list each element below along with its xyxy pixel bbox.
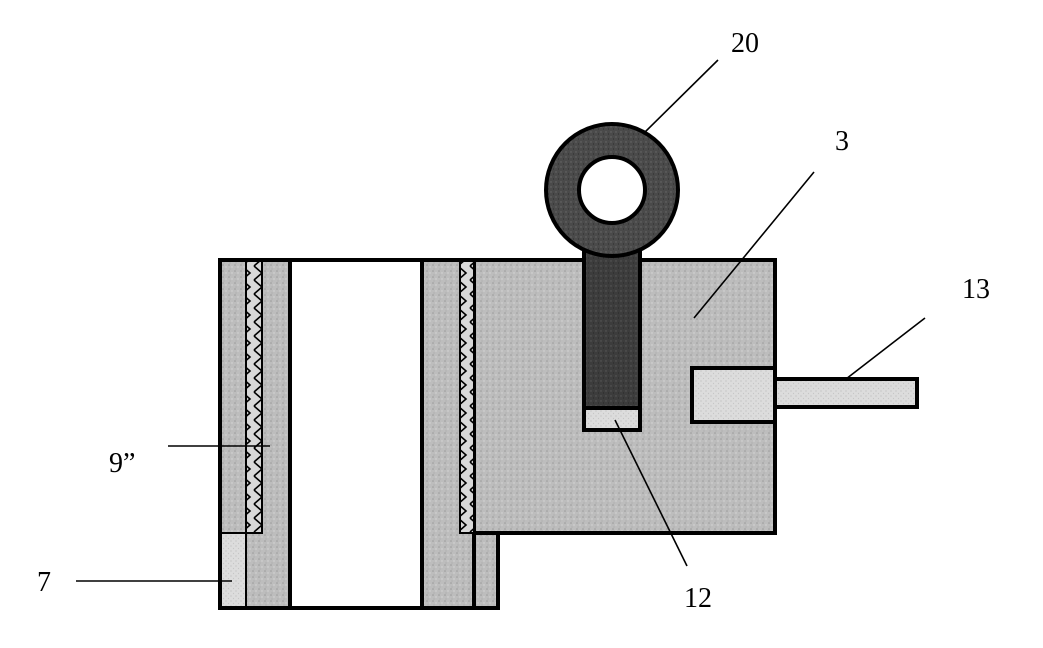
label-12: 12	[684, 583, 712, 614]
leader-3	[693, 171, 815, 319]
leader-12	[614, 419, 688, 567]
right-spring-layer	[459, 259, 475, 534]
ring-7	[219, 532, 247, 609]
eye-shank	[582, 246, 642, 410]
leader-13	[845, 317, 926, 380]
label-20: 20	[731, 28, 759, 59]
central-bore	[288, 258, 424, 610]
leader-20	[642, 59, 719, 135]
label-13: 13	[962, 274, 990, 305]
connector-block	[690, 366, 777, 424]
label-7: 7	[37, 567, 51, 598]
ring-bolt-hole	[577, 155, 647, 225]
left-spring-layer	[245, 259, 263, 534]
housing-outline	[218, 258, 777, 610]
label-9: 9”	[109, 448, 135, 479]
rod-13	[773, 377, 919, 409]
shank-tip-12	[582, 406, 642, 432]
label-3: 3	[835, 126, 849, 157]
